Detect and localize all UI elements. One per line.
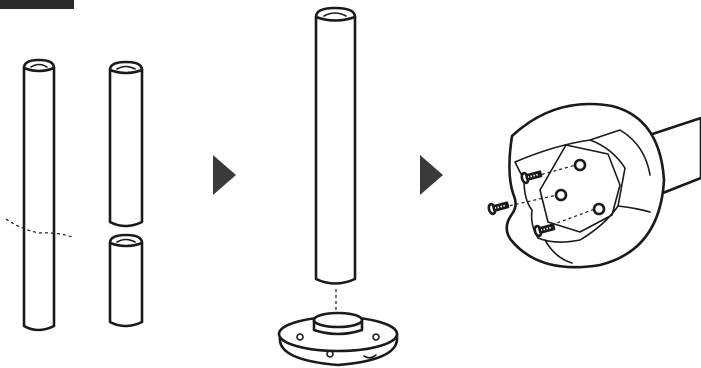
step-2-group (279, 8, 397, 365)
corner-tab (0, 0, 74, 9)
screw-icon (488, 200, 509, 215)
cut-tube-lower-piece (110, 235, 142, 326)
tall-tube (316, 8, 355, 284)
stand-base (279, 313, 397, 365)
next-step-arrow-icon (213, 155, 236, 195)
cut-tube-upper-piece (110, 62, 142, 226)
step-1-group (6, 60, 142, 330)
step-3-group (488, 104, 701, 267)
base-underside-disc (507, 104, 664, 267)
full-tube-with-cut-line (6, 60, 72, 330)
next-step-arrow-icon (420, 155, 443, 195)
